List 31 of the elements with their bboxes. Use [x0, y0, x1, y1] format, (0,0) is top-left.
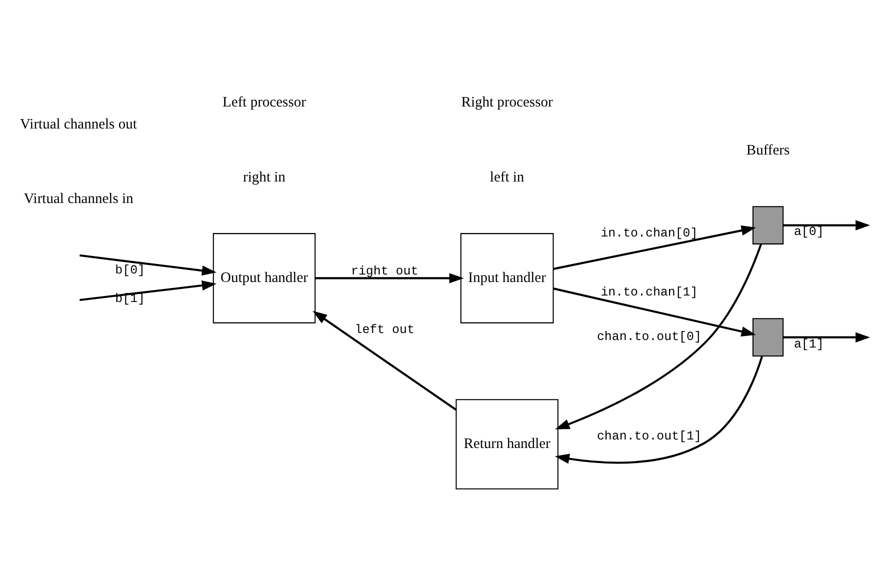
arrow — [783, 332, 870, 342]
edge-label: in.to.chan[0] — [600, 226, 698, 240]
label: right in — [243, 169, 286, 186]
edge-label: in.to.chan[1] — [600, 285, 698, 300]
node-box: Return handler — [456, 399, 558, 490]
node-box: Output handler — [212, 233, 316, 324]
arrow — [80, 254, 216, 276]
arrow — [554, 356, 763, 464]
arrow — [555, 244, 762, 430]
edge-label: a[0] — [794, 225, 824, 240]
label: Right processor — [461, 94, 553, 111]
edge-label: right out — [351, 264, 418, 279]
arrow — [80, 280, 216, 301]
arrow — [553, 288, 756, 337]
node-box — [752, 318, 784, 357]
node-box — [752, 206, 784, 244]
arrow — [312, 310, 457, 411]
arrow — [315, 273, 464, 284]
label: Virtual channels out — [20, 116, 137, 132]
edge-label: chan.to.out[1] — [596, 430, 702, 444]
label: left in — [490, 169, 524, 186]
label: Buffers — [746, 142, 790, 158]
label: Virtual channels in — [24, 191, 134, 208]
edge-label: chan.to.out[0] — [596, 330, 702, 344]
label: Left processor — [222, 94, 306, 111]
node-box: Input handler — [460, 233, 554, 324]
edge-label: left out — [354, 322, 414, 337]
edge-label: a[1] — [794, 337, 824, 352]
arrow — [783, 220, 870, 230]
arrow — [553, 225, 756, 270]
edge-label: b[0] — [115, 264, 146, 278]
